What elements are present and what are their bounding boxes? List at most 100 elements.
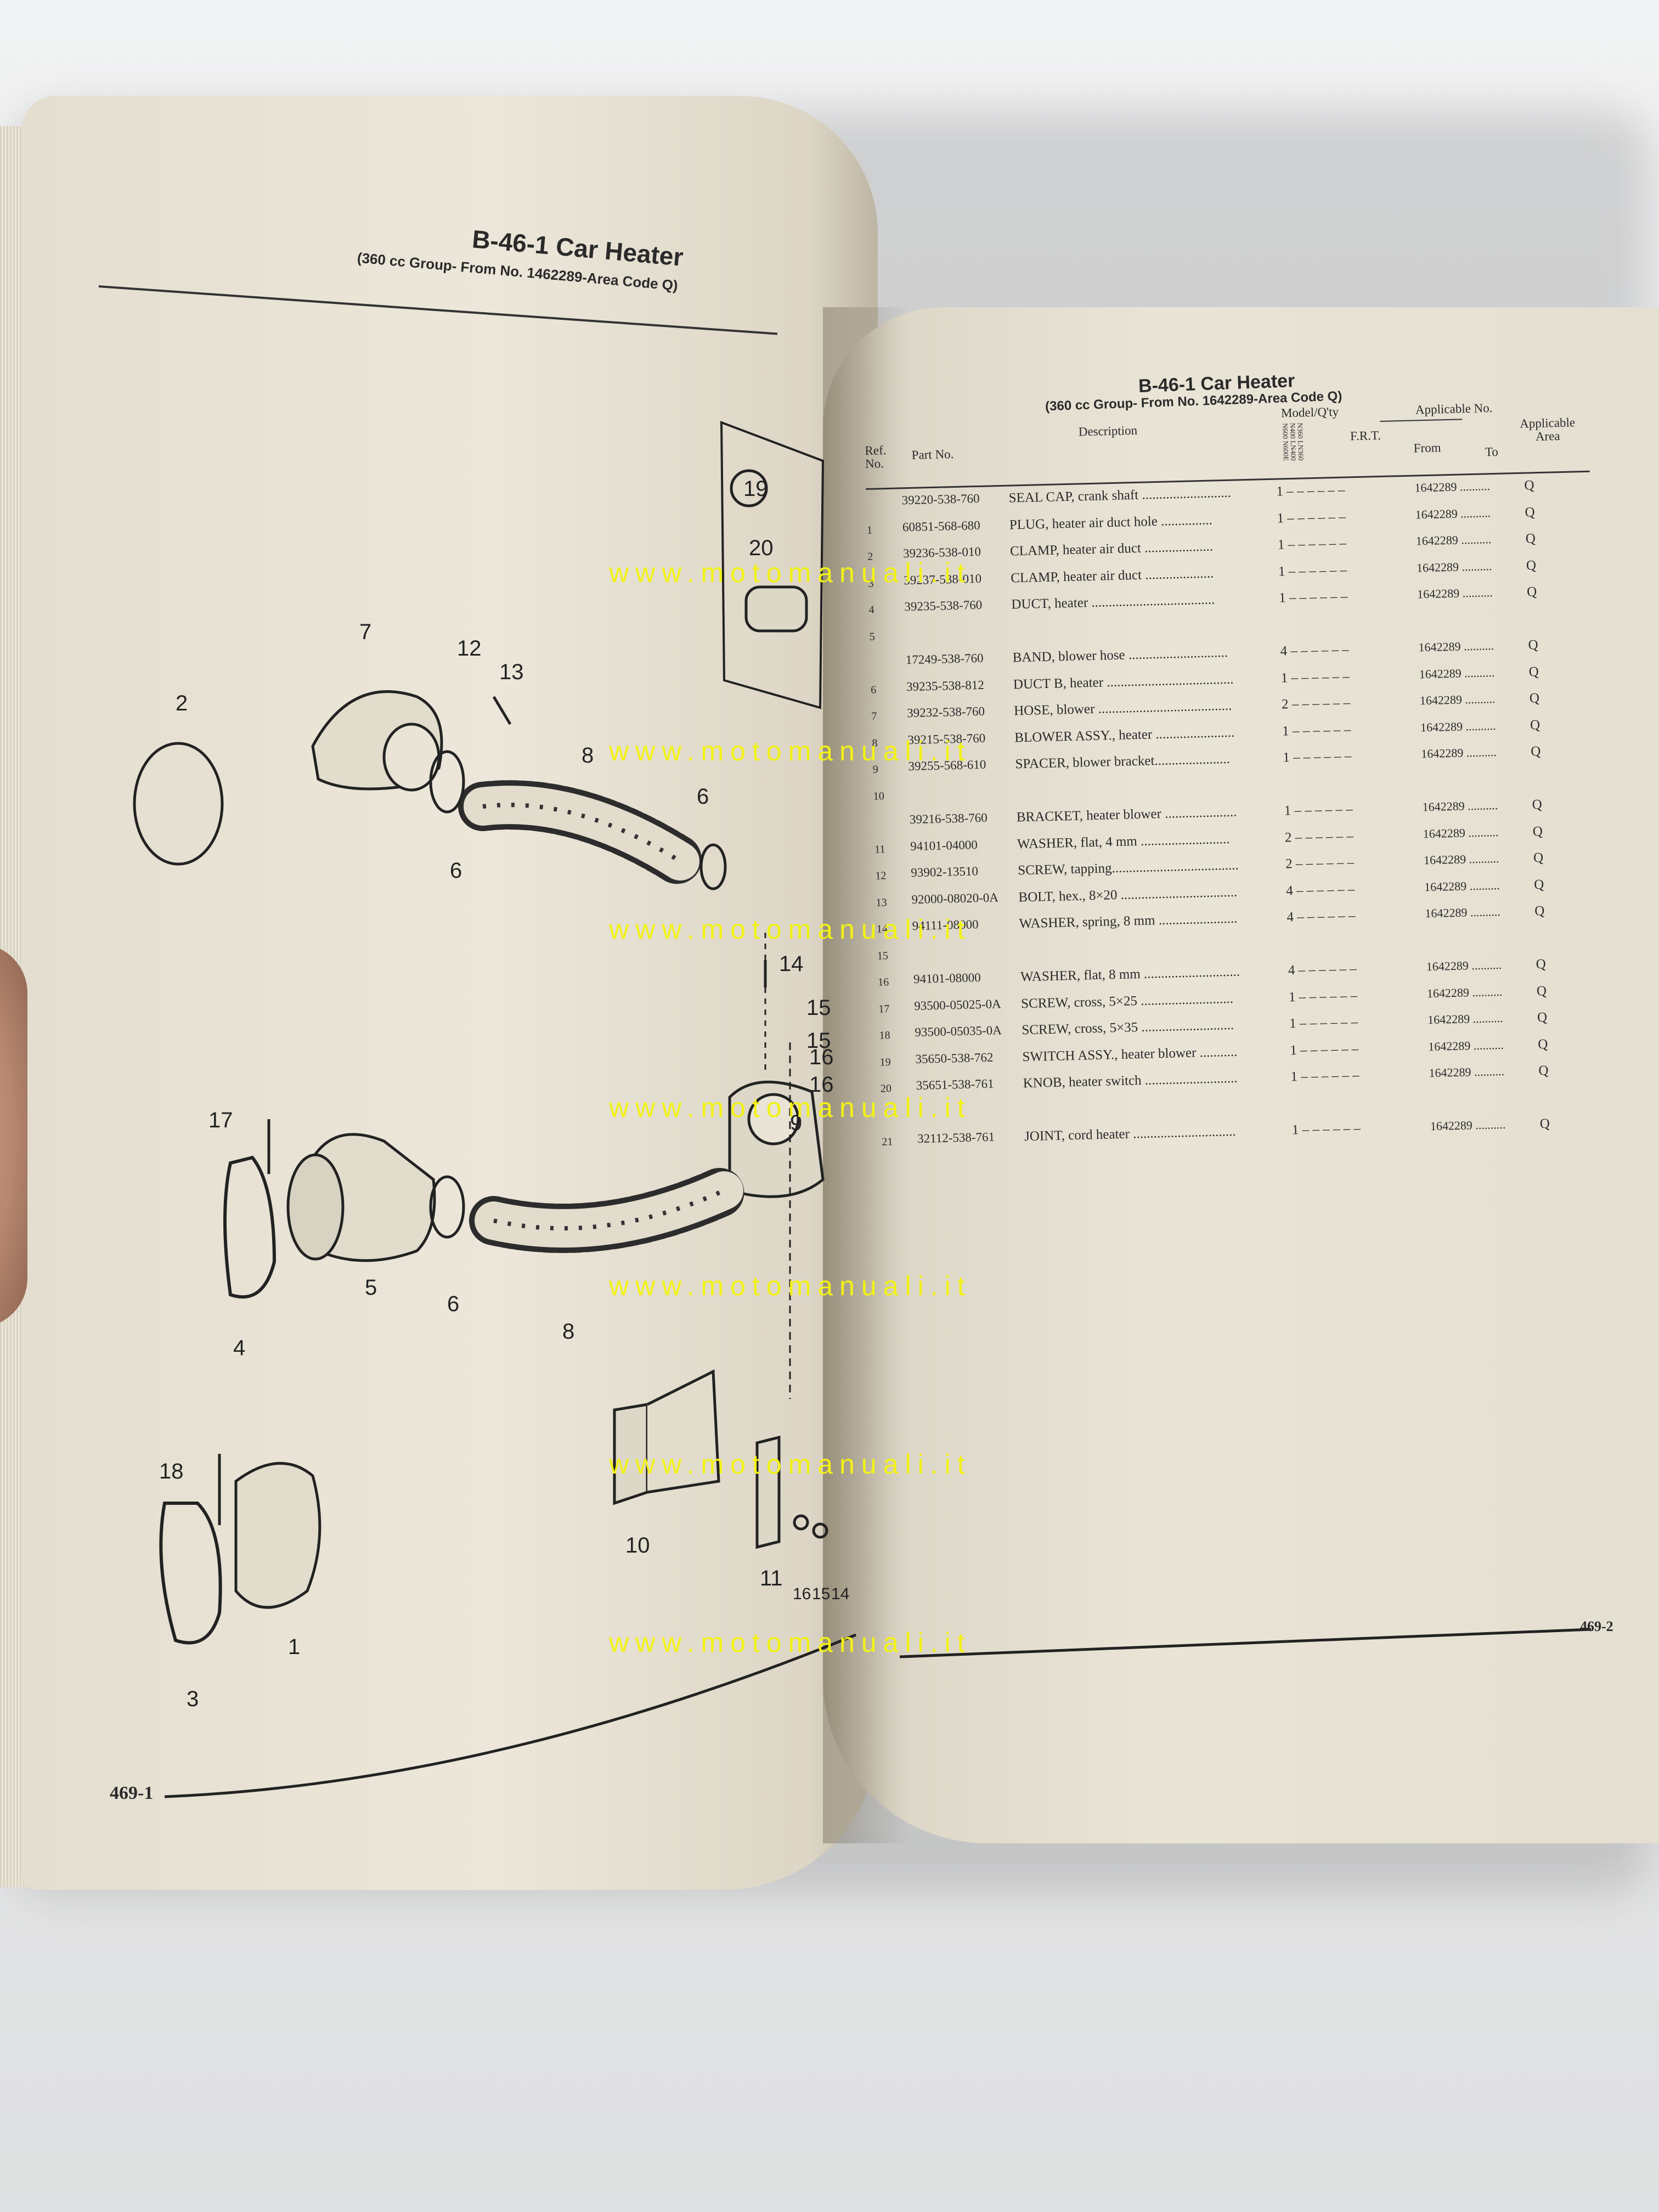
qty-cell: 4 – – – – – – xyxy=(1285,881,1355,898)
ref-no-cell: 15 xyxy=(877,949,889,962)
description-cell: SWITCH ASSY., heater blower ........... xyxy=(1022,1044,1238,1064)
from-cell: 1642289 .......... xyxy=(1430,1117,1506,1133)
area-cell: Q xyxy=(1525,531,1536,546)
area-cell: Q xyxy=(1525,504,1535,520)
parts-list-table: Ref. No. Part No. Description Model/Q'ty… xyxy=(864,399,1606,1155)
left-page-bottom-rule xyxy=(164,1633,856,1798)
area-cell: Q xyxy=(1528,664,1539,680)
header-applicable-no: Applicable No. xyxy=(1415,401,1493,417)
callout-6-upper: 6 xyxy=(450,859,462,883)
ref-no-cell: 4 xyxy=(868,603,874,616)
right-page-number: 469-2 xyxy=(1580,1618,1613,1634)
part-2-plug xyxy=(133,742,224,866)
part-no-cell: 39235-538-812 xyxy=(906,678,985,693)
from-cell: 1642289 .......... xyxy=(1418,639,1494,654)
area-cell: Q xyxy=(1536,983,1547,998)
qty-cell: 1 – – – – – – xyxy=(1277,535,1347,552)
part-no-cell: 32112-538-761 xyxy=(917,1130,995,1146)
header-description: Description xyxy=(1078,423,1138,439)
from-cell: 1642289 .......... xyxy=(1414,479,1491,495)
part-no-cell: 93500-05025-0A xyxy=(913,996,1001,1013)
callout-19: 19 xyxy=(743,477,768,501)
watermark: www.motomanuali.it xyxy=(609,1271,972,1301)
callout-8-lower: 8 xyxy=(562,1319,574,1344)
book-gutter-shadow xyxy=(823,307,911,1843)
qty-cell: 1 – – – – – – xyxy=(1276,482,1345,499)
watermark: www.motomanuali.it xyxy=(609,736,972,766)
ref-no-cell: 10 xyxy=(873,789,885,803)
description-cell: JOINT, cord heater .....................… xyxy=(1024,1124,1236,1144)
part-no-cell: 35650-538-762 xyxy=(915,1050,994,1066)
description-cell: BOLT, hex., 8×20 .......................… xyxy=(1018,884,1238,905)
description-cell: KNOB, heater switch ....................… xyxy=(1023,1070,1238,1091)
ref-no-cell: 13 xyxy=(876,896,887,909)
part-no-cell: 92000-08020-0A xyxy=(911,890,999,906)
callout-13: 13 xyxy=(499,660,524,684)
callout-9: 9 xyxy=(790,1111,802,1135)
from-cell: 1642289 .......... xyxy=(1426,984,1503,1000)
area-cell: Q xyxy=(1530,744,1541,759)
from-cell: 1642289 .......... xyxy=(1424,878,1500,894)
part-no-cell: 93902-13510 xyxy=(911,864,979,880)
callout-20: 20 xyxy=(749,536,774,560)
qty-cell: 4 – – – – – – xyxy=(1288,961,1357,978)
callout-18: 18 xyxy=(159,1459,184,1483)
callout-12: 12 xyxy=(457,636,482,661)
qty-cell: 1 – – – – – – xyxy=(1289,1014,1358,1031)
description-cell: CLAMP, heater air duct .................… xyxy=(1010,566,1214,586)
area-cell: Q xyxy=(1533,877,1544,892)
qty-cell: 4 – – – – – – xyxy=(1280,642,1349,659)
area-cell: Q xyxy=(1524,478,1534,493)
from-cell: 1642289 .......... xyxy=(1420,745,1497,761)
area-cell: Q xyxy=(1526,584,1537,600)
left-page-number: 469-1 xyxy=(110,1783,154,1803)
header-models: N360 LN360 N400 LN400 N600 N600E xyxy=(1281,422,1306,461)
ref-no-cell: 7 xyxy=(871,710,877,723)
area-cell: Q xyxy=(1537,1036,1548,1052)
part-no-cell: 93500-05035-0A xyxy=(915,1023,1002,1040)
description-cell: HOSE, blower ...........................… xyxy=(1013,698,1232,719)
from-cell: 1642289 .......... xyxy=(1422,798,1498,814)
qty-cell: 1 – – – – – – xyxy=(1290,1068,1359,1085)
ref-no-cell: 12 xyxy=(875,870,887,882)
ref-no-cell xyxy=(874,816,896,817)
header-model-qty: Model/Q'ty xyxy=(1280,404,1339,420)
watermark: www.motomanuali.it xyxy=(609,914,972,945)
callout-3: 3 xyxy=(187,1687,199,1711)
callout-14-lower: 14 xyxy=(831,1585,849,1603)
description-cell: WASHER, flat, 8 mm .....................… xyxy=(1020,964,1240,985)
watermark: www.motomanuali.it xyxy=(609,1627,972,1658)
from-cell: 1642289 .......... xyxy=(1415,532,1492,548)
from-cell: 1642289 .......... xyxy=(1427,1011,1503,1027)
qty-cell: 1 – – – – – – xyxy=(1283,748,1352,765)
callout-15: 15 xyxy=(806,996,831,1020)
callout-15-mid: 15 xyxy=(806,1029,831,1053)
callout-2: 2 xyxy=(176,691,188,715)
area-cell: Q xyxy=(1533,850,1544,866)
part-6-clamp xyxy=(429,750,465,814)
callout-10: 10 xyxy=(625,1533,650,1558)
qty-cell: 1 – – – – – – xyxy=(1290,1041,1359,1058)
watermark: www.motomanuali.it xyxy=(609,1092,972,1123)
area-cell: Q xyxy=(1529,691,1540,706)
part-no-cell: 94101-08000 xyxy=(913,970,981,986)
area-cell: Q xyxy=(1537,1009,1548,1025)
callout-16-mid: 16 xyxy=(809,1073,834,1097)
ref-no-cell: 5 xyxy=(869,630,876,643)
area-cell: Q xyxy=(1532,797,1543,812)
callout-6-lower: 6 xyxy=(447,1292,459,1316)
ref-no-cell: 1 xyxy=(866,524,873,537)
description-cell: SPACER, blower bracket..................… xyxy=(1015,751,1231,772)
header-to: To xyxy=(1485,444,1499,459)
description-cell: SEAL CAP, crank shaft ..................… xyxy=(1008,485,1232,506)
header-divider xyxy=(1380,419,1463,422)
area-cell: Q xyxy=(1526,557,1537,573)
area-cell: Q xyxy=(1532,823,1543,839)
qty-cell: 1 – – – – – – xyxy=(1280,669,1350,686)
callout-15-lower: 15 xyxy=(812,1585,830,1603)
area-cell: Q xyxy=(1530,717,1541,733)
from-cell: 1642289 .......... xyxy=(1417,585,1493,601)
header-ref-no: Ref. No. xyxy=(865,443,887,471)
description-cell: BAND, blower hose ......................… xyxy=(1012,645,1228,665)
